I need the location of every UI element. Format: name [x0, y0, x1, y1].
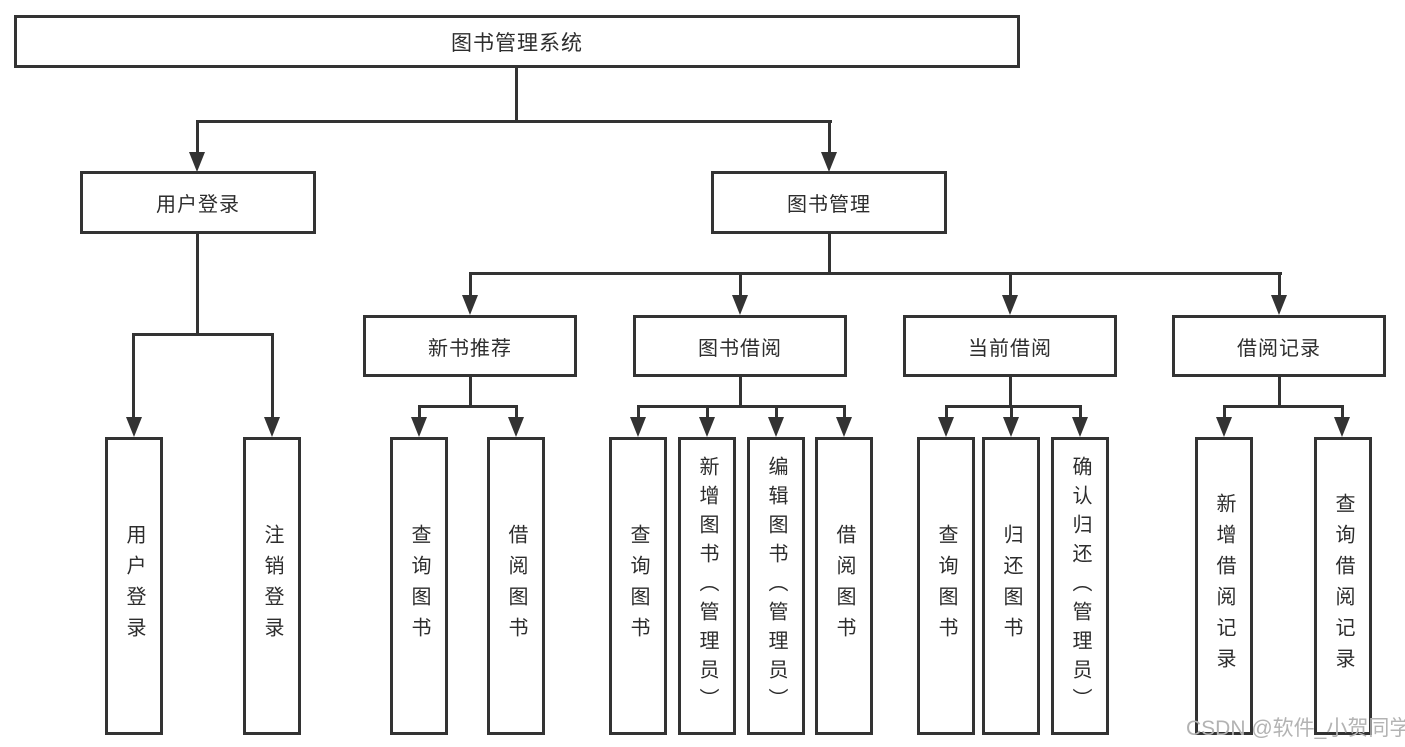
arrow-down — [508, 417, 524, 437]
connector-group3-drop3 — [1079, 405, 1082, 419]
connector-drop-leaf-logout — [271, 333, 274, 419]
connector-drop-leaf-user-login — [132, 333, 135, 419]
node-borrowing-records: 借阅记录 — [1172, 315, 1386, 377]
leaf-add-book-admin: 新增图书（管理员） — [678, 437, 736, 735]
leaf-borrow-books-borrowing: 借阅图书 — [815, 437, 873, 735]
leaf-query-books-borrowing-label: 查询图书 — [627, 524, 649, 648]
arrow-down — [1072, 417, 1088, 437]
arrow-down — [836, 417, 852, 437]
connector-group4-drop1 — [1223, 405, 1226, 419]
node-user-login-label: 用户登录 — [156, 194, 240, 216]
connector-group4-trunk — [1278, 377, 1281, 407]
connector-drop-user-login — [196, 120, 199, 154]
arrow-down — [1002, 295, 1018, 315]
leaf-borrow-books-recommend: 借阅图书 — [487, 437, 545, 735]
connector-group2-drop1 — [637, 405, 640, 419]
arrow-down — [264, 417, 280, 437]
leaf-query-borrow-record-label: 查询借阅记录 — [1332, 493, 1354, 679]
connector-book-management-bar — [469, 272, 1282, 275]
connector-group1-trunk — [469, 377, 472, 407]
connector-group2-drop2 — [706, 405, 709, 419]
connector-drop-borrowing-records — [1278, 272, 1281, 297]
connector-group3-drop1 — [945, 405, 948, 419]
node-user-login: 用户登录 — [80, 171, 316, 234]
leaf-query-borrow-record: 查询借阅记录 — [1314, 437, 1372, 735]
arrow-down — [821, 152, 837, 172]
connector-user-login-trunk — [196, 234, 199, 335]
leaf-confirm-return-admin: 确认归还（管理员） — [1051, 437, 1109, 735]
node-book-borrowing: 图书借阅 — [633, 315, 847, 377]
connector-group3-bar — [945, 405, 1082, 408]
node-new-book-recommend: 新书推荐 — [363, 315, 577, 377]
leaf-query-books-borrowing: 查询图书 — [609, 437, 667, 735]
leaf-borrow-books-borrowing-label: 借阅图书 — [833, 524, 855, 648]
connector-drop-current-borrowing — [1009, 272, 1012, 297]
arrow-down — [462, 295, 478, 315]
connector-drop-new-book — [469, 272, 472, 297]
connector-group2-trunk — [739, 377, 742, 407]
connector-group3-trunk — [1009, 377, 1012, 407]
leaf-add-borrow-record: 新增借阅记录 — [1195, 437, 1253, 735]
node-book-management-label: 图书管理 — [787, 194, 871, 216]
connector-group3-drop2 — [1010, 405, 1013, 419]
leaf-confirm-return-admin-label: 确认归还（管理员） — [1069, 455, 1091, 717]
csdn-watermark: CSDN @软件_小贺同学 — [1186, 717, 1405, 740]
connector-root-trunk — [515, 66, 518, 122]
arrow-down — [768, 417, 784, 437]
leaf-edit-book-admin: 编辑图书（管理员） — [747, 437, 805, 735]
arrow-down — [1216, 417, 1232, 437]
node-library-system-label: 图书管理系统 — [451, 31, 583, 55]
node-library-system: 图书管理系统 — [14, 15, 1020, 68]
arrow-down — [732, 295, 748, 315]
arrow-down — [1334, 417, 1350, 437]
arrow-down — [699, 417, 715, 437]
arrow-down — [411, 417, 427, 437]
node-book-borrowing-label: 图书借阅 — [698, 337, 782, 360]
connector-group1-drop1 — [418, 405, 421, 419]
arrow-down — [1003, 417, 1019, 437]
leaf-user-login-label: 用户登录 — [123, 524, 145, 648]
node-current-borrowing-label: 当前借阅 — [968, 337, 1052, 360]
connector-book-management-trunk — [828, 234, 831, 274]
leaf-edit-book-admin-label: 编辑图书（管理员） — [765, 455, 787, 717]
arrow-down — [1271, 295, 1287, 315]
connector-group2-drop4 — [843, 405, 846, 419]
leaf-return-book-label: 归还图书 — [1000, 524, 1022, 648]
node-borrowing-records-label: 借阅记录 — [1237, 337, 1321, 360]
connector-user-login-bar — [132, 333, 274, 336]
node-new-book-recommend-label: 新书推荐 — [428, 337, 512, 360]
connector-group4-bar — [1223, 405, 1344, 408]
leaf-logout: 注销登录 — [243, 437, 301, 735]
connector-root-bar — [196, 120, 832, 123]
leaf-add-borrow-record-label: 新增借阅记录 — [1213, 493, 1235, 679]
node-book-management: 图书管理 — [711, 171, 947, 234]
arrow-down — [630, 417, 646, 437]
leaf-query-books-current: 查询图书 — [917, 437, 975, 735]
leaf-user-login: 用户登录 — [105, 437, 163, 735]
leaf-logout-label: 注销登录 — [261, 524, 283, 648]
leaf-add-book-admin-label: 新增图书（管理员） — [696, 455, 718, 717]
arrow-down — [189, 152, 205, 172]
leaf-query-books-recommend-label: 查询图书 — [408, 524, 430, 648]
connector-group4-drop2 — [1341, 405, 1344, 419]
leaf-query-books-recommend: 查询图书 — [390, 437, 448, 735]
leaf-return-book: 归还图书 — [982, 437, 1040, 735]
connector-group1-bar — [418, 405, 518, 408]
node-current-borrowing: 当前借阅 — [903, 315, 1117, 377]
connector-group2-bar — [637, 405, 846, 408]
leaf-query-books-current-label: 查询图书 — [935, 524, 957, 648]
connector-group1-drop2 — [515, 405, 518, 419]
leaf-borrow-books-recommend-label: 借阅图书 — [505, 524, 527, 648]
arrow-down — [938, 417, 954, 437]
connector-group2-drop3 — [775, 405, 778, 419]
connector-drop-book-borrowing — [739, 272, 742, 297]
arrow-down — [126, 417, 142, 437]
connector-drop-book-management — [828, 120, 831, 154]
